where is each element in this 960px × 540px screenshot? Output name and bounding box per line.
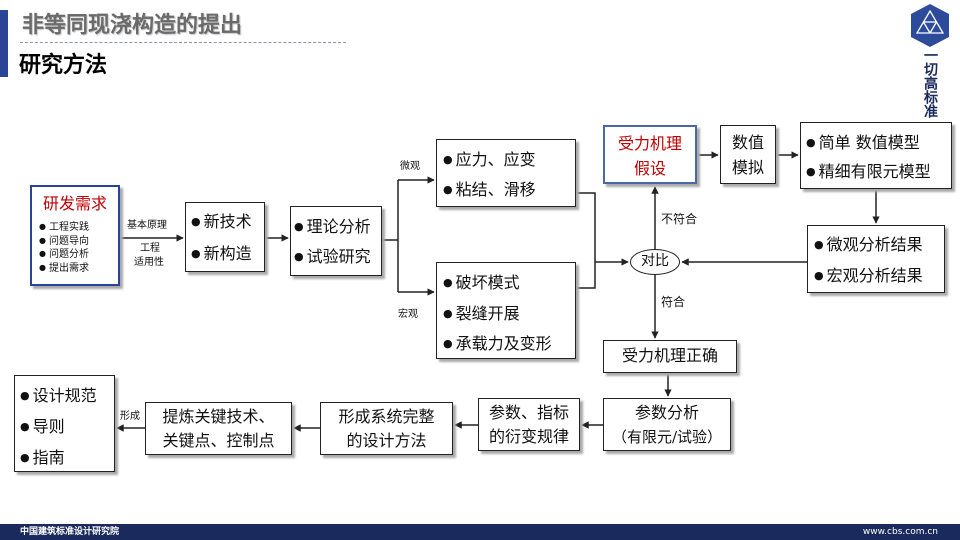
footer-url[interactable]: www.cbs.com.cn — [862, 527, 938, 537]
list-item: 问题导向 — [39, 235, 118, 249]
param-rules-line: 的衍变规律 — [488, 427, 569, 446]
title-divider — [20, 42, 346, 43]
logo-lattice — [915, 9, 945, 34]
new-tech-box: 新技术 新构造 — [185, 202, 265, 272]
footer-bar: 中国建筑标准设计研究院 www.cbs.com.cn — [0, 524, 960, 540]
list-item: 设计规范 — [20, 381, 114, 412]
cbs-logo-icon — [911, 4, 949, 47]
param-analysis-line: （有限元/试验） — [611, 428, 723, 446]
design-method-line: 的设计方法 — [346, 431, 427, 450]
edge-label-applicability: 适用性 — [134, 257, 164, 268]
outputs-box: 设计规范 导则 指南 — [14, 375, 115, 472]
numerical-line: 数值 — [731, 133, 764, 152]
list-item: 试验研究 — [294, 243, 381, 273]
header-accent-bar — [0, 10, 8, 77]
list-item: 指南 — [20, 443, 114, 474]
key-tech-box: 提炼关键技术、 关键点、控制点 — [145, 402, 292, 455]
footer-org: 中国建筑标准设计研究院 — [20, 527, 120, 537]
edge-label-not-match: 不符合 — [661, 212, 698, 226]
param-analysis-box: 参数分析 （有限元/试验） — [603, 398, 731, 451]
hypothesis-box: 受力机理 假设 — [603, 125, 697, 184]
key-tech-line: 关键点、控制点 — [162, 431, 275, 450]
research-need-list: 工程实践 问题导向 问题分析 提出需求 — [32, 221, 118, 275]
edge-label-match: 符合 — [661, 295, 686, 309]
edge-label-micro: 微观 — [400, 161, 420, 172]
research-need-box: 研发需求 工程实践 问题导向 问题分析 提出需求 — [30, 185, 120, 286]
list-item: 新技术 — [191, 207, 264, 239]
edge-label-macro: 宏观 — [398, 309, 418, 320]
design-method-box: 形成系统完整 的设计方法 — [320, 402, 453, 455]
logo-shield — [911, 4, 949, 47]
list-item: 粘结、滑移 — [443, 176, 575, 206]
list-item: 简单 数值模型 — [806, 129, 951, 158]
list-item: 宏观分析结果 — [814, 261, 944, 292]
list-item: 工程实践 — [39, 221, 118, 235]
edge-label-basic-principle: 基本原理 — [127, 220, 167, 231]
list-item: 导则 — [20, 412, 114, 443]
numerical-line: 模拟 — [731, 158, 764, 177]
slogan-vertical: 一切高标准 — [922, 48, 938, 118]
list-item: 承载力及变形 — [443, 330, 575, 361]
slide-subtitle: 研究方法 — [19, 53, 108, 78]
compare-ellipse: 对比 — [630, 249, 680, 275]
list-item: 破坏模式 — [443, 269, 575, 300]
design-method-line: 形成系统完整 — [338, 407, 435, 426]
slide-title: 非等同现浇构造的提出 — [22, 13, 243, 38]
hypothesis-line: 受力机理 — [617, 134, 682, 153]
models-box: 简单 数值模型 精细有限元模型 — [800, 122, 952, 189]
mechanism-ok-box: 受力机理正确 — [603, 340, 737, 373]
micro-study-box: 应力、应变 粘结、滑移 — [436, 139, 576, 207]
mechanism-ok-label: 受力机理正确 — [621, 346, 718, 365]
list-item: 裂缝开展 — [443, 300, 575, 331]
connector-studies-merge — [576, 192, 596, 289]
edge-label-form: 形成 — [120, 411, 140, 422]
param-rules-box: 参数、指标 的衍变规律 — [478, 398, 580, 451]
list-item: 提出需求 — [39, 262, 118, 276]
list-item: 精细有限元模型 — [806, 158, 951, 187]
compare-label: 对比 — [641, 253, 669, 269]
list-item: 新构造 — [191, 239, 264, 271]
numerical-sim-box: 数值 模拟 — [720, 125, 776, 184]
edge-label-engineering: 工程 — [140, 243, 160, 254]
list-item: 问题分析 — [39, 248, 118, 262]
macro-study-box: 破坏模式 裂缝开展 承载力及变形 — [436, 262, 576, 359]
theory-test-box: 理论分析 试验研究 — [290, 206, 382, 276]
research-need-title: 研发需求 — [42, 194, 107, 213]
param-rules-line: 参数、指标 — [488, 403, 569, 422]
results-box: 微观分析结果 宏观分析结果 — [807, 225, 945, 293]
list-item: 理论分析 — [294, 213, 381, 243]
hypothesis-line: 假设 — [633, 159, 666, 178]
list-item: 应力、应变 — [443, 146, 575, 176]
list-item: 微观分析结果 — [814, 230, 944, 261]
key-tech-line: 提炼关键技术、 — [162, 407, 275, 426]
param-analysis-line: 参数分析 — [634, 403, 699, 422]
